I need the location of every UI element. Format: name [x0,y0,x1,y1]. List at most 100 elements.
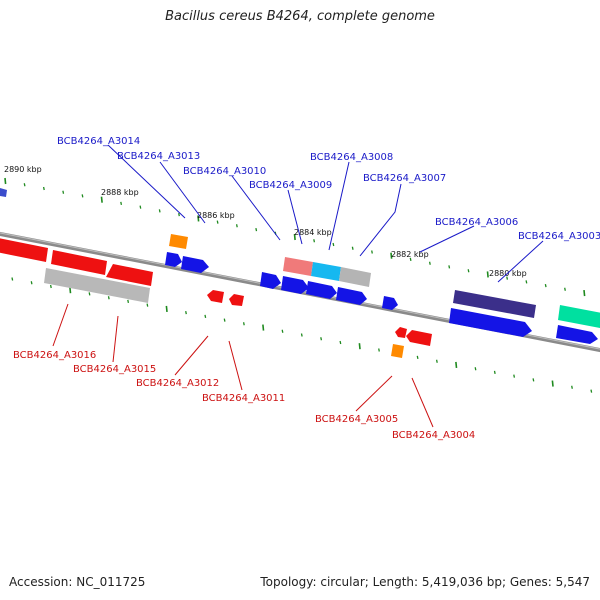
gene-feature[interactable] [229,294,244,306]
major-tick [358,343,361,350]
minor-tick [506,276,509,280]
reverse-leader-lines [52,303,434,428]
major-tick [390,252,393,259]
major-tick [4,177,7,185]
minor-tick [146,303,149,307]
gene-feature[interactable] [51,250,107,275]
leader-line [419,225,475,253]
minor-tick [532,378,535,382]
kbp-label: 2890 kbp [4,165,42,174]
gene-label[interactable]: BCB4264_A3011 [202,393,285,404]
minor-tick [107,296,110,300]
gene-feature[interactable] [283,257,313,276]
gene-label[interactable]: BCB4264_A3014 [57,136,140,147]
minor-tick [409,257,412,262]
gene-label[interactable]: BCB4264_A3008 [310,152,393,163]
gene-feature[interactable] [207,290,224,303]
gene-feature[interactable] [44,268,150,303]
minor-tick [81,194,84,198]
minor-tick [242,322,245,326]
minor-tick [416,355,419,360]
gene-feature[interactable] [339,267,371,287]
gene-label[interactable]: BCB4264_A3010 [183,166,266,177]
gene-feature[interactable] [395,327,407,338]
gene-feature[interactable] [165,252,182,267]
leader-line [287,189,303,245]
forward-gene-labels: BCB4264_A3014 BCB4264_A3013 BCB4264_A301… [57,136,600,242]
minor-tick [320,337,323,341]
kbp-label: 2884 kbp [294,228,332,237]
gene-feature[interactable] [0,238,48,262]
gene-feature[interactable] [391,344,404,358]
gene-feature[interactable] [0,188,7,197]
gene-feature[interactable] [181,256,209,273]
leader-line [174,335,209,376]
major-tick [293,233,296,241]
minor-tick [339,340,342,345]
minor-tick [204,314,207,319]
minor-tick [564,287,566,291]
minor-tick [139,205,142,209]
gene-feature[interactable] [260,272,281,289]
kbp-label: 2888 kbp [101,188,139,197]
major-tick [262,324,265,331]
gene-feature[interactable] [406,330,432,346]
gene-feature[interactable] [169,234,188,249]
gene-feature[interactable] [106,264,153,286]
minor-tick [49,284,52,289]
gene-label[interactable]: BCB4264_A3004 [392,430,475,441]
kbp-label: 2886 kbp [197,211,235,220]
major-tick [583,290,586,297]
gene-feature[interactable] [453,290,536,318]
minor-tick [88,292,91,296]
minor-tick [493,370,496,375]
leader-line [355,375,393,412]
leader-line [228,340,243,391]
forward-leader-lines [107,144,544,283]
major-tick [455,361,458,368]
minor-tick [525,280,528,284]
gene-label[interactable]: BCB4264_A3013 [117,151,200,162]
gene-feature[interactable] [556,325,598,344]
accession-text: Accession: NC_011725 [9,575,146,589]
minor-tick [235,224,238,228]
gene-feature[interactable] [281,276,309,294]
major-tick [197,215,200,222]
leader-line [328,161,350,251]
minor-tick [435,359,438,363]
leader-line [497,240,544,283]
minor-tick [590,389,593,393]
gene-feature[interactable] [306,281,337,299]
reverse-gene-labels: BCB4264_A3016 BCB4264_A3015 BCB4264_A301… [13,350,475,441]
kbp-label: 2882 kbp [391,250,429,259]
gene-feature[interactable] [558,305,600,328]
minor-tick [474,367,477,371]
minor-tick [300,333,303,337]
gene-feature[interactable] [336,287,367,305]
gene-label[interactable]: BCB4264_A3015 [73,364,156,375]
gene-label[interactable]: BCB4264_A3003 [518,231,600,242]
leader-line [359,183,402,257]
minor-tick [351,246,354,250]
major-tick [486,271,489,278]
leader-line [411,377,434,428]
minor-tick [216,220,219,224]
gene-label[interactable]: BCB4264_A3016 [13,350,96,361]
gene-label[interactable]: BCB4264_A3007 [363,173,446,184]
gene-feature[interactable] [382,296,398,310]
minor-tick [127,299,130,304]
gene-label[interactable]: BCB4264_A3005 [315,414,398,425]
major-tick [165,305,168,312]
gene-label[interactable]: BCB4264_A3006 [435,217,518,228]
leader-line [52,303,69,347]
gene-label[interactable]: BCB4264_A3009 [249,180,332,191]
reverse-strand-features [0,238,432,358]
gene-feature[interactable] [449,308,532,337]
minor-tick [467,269,470,273]
major-tick [100,196,103,203]
gene-feature[interactable] [311,262,341,281]
gene-label[interactable]: BCB4264_A3012 [136,378,219,389]
minor-tick [313,239,316,243]
minor-tick [371,250,373,254]
